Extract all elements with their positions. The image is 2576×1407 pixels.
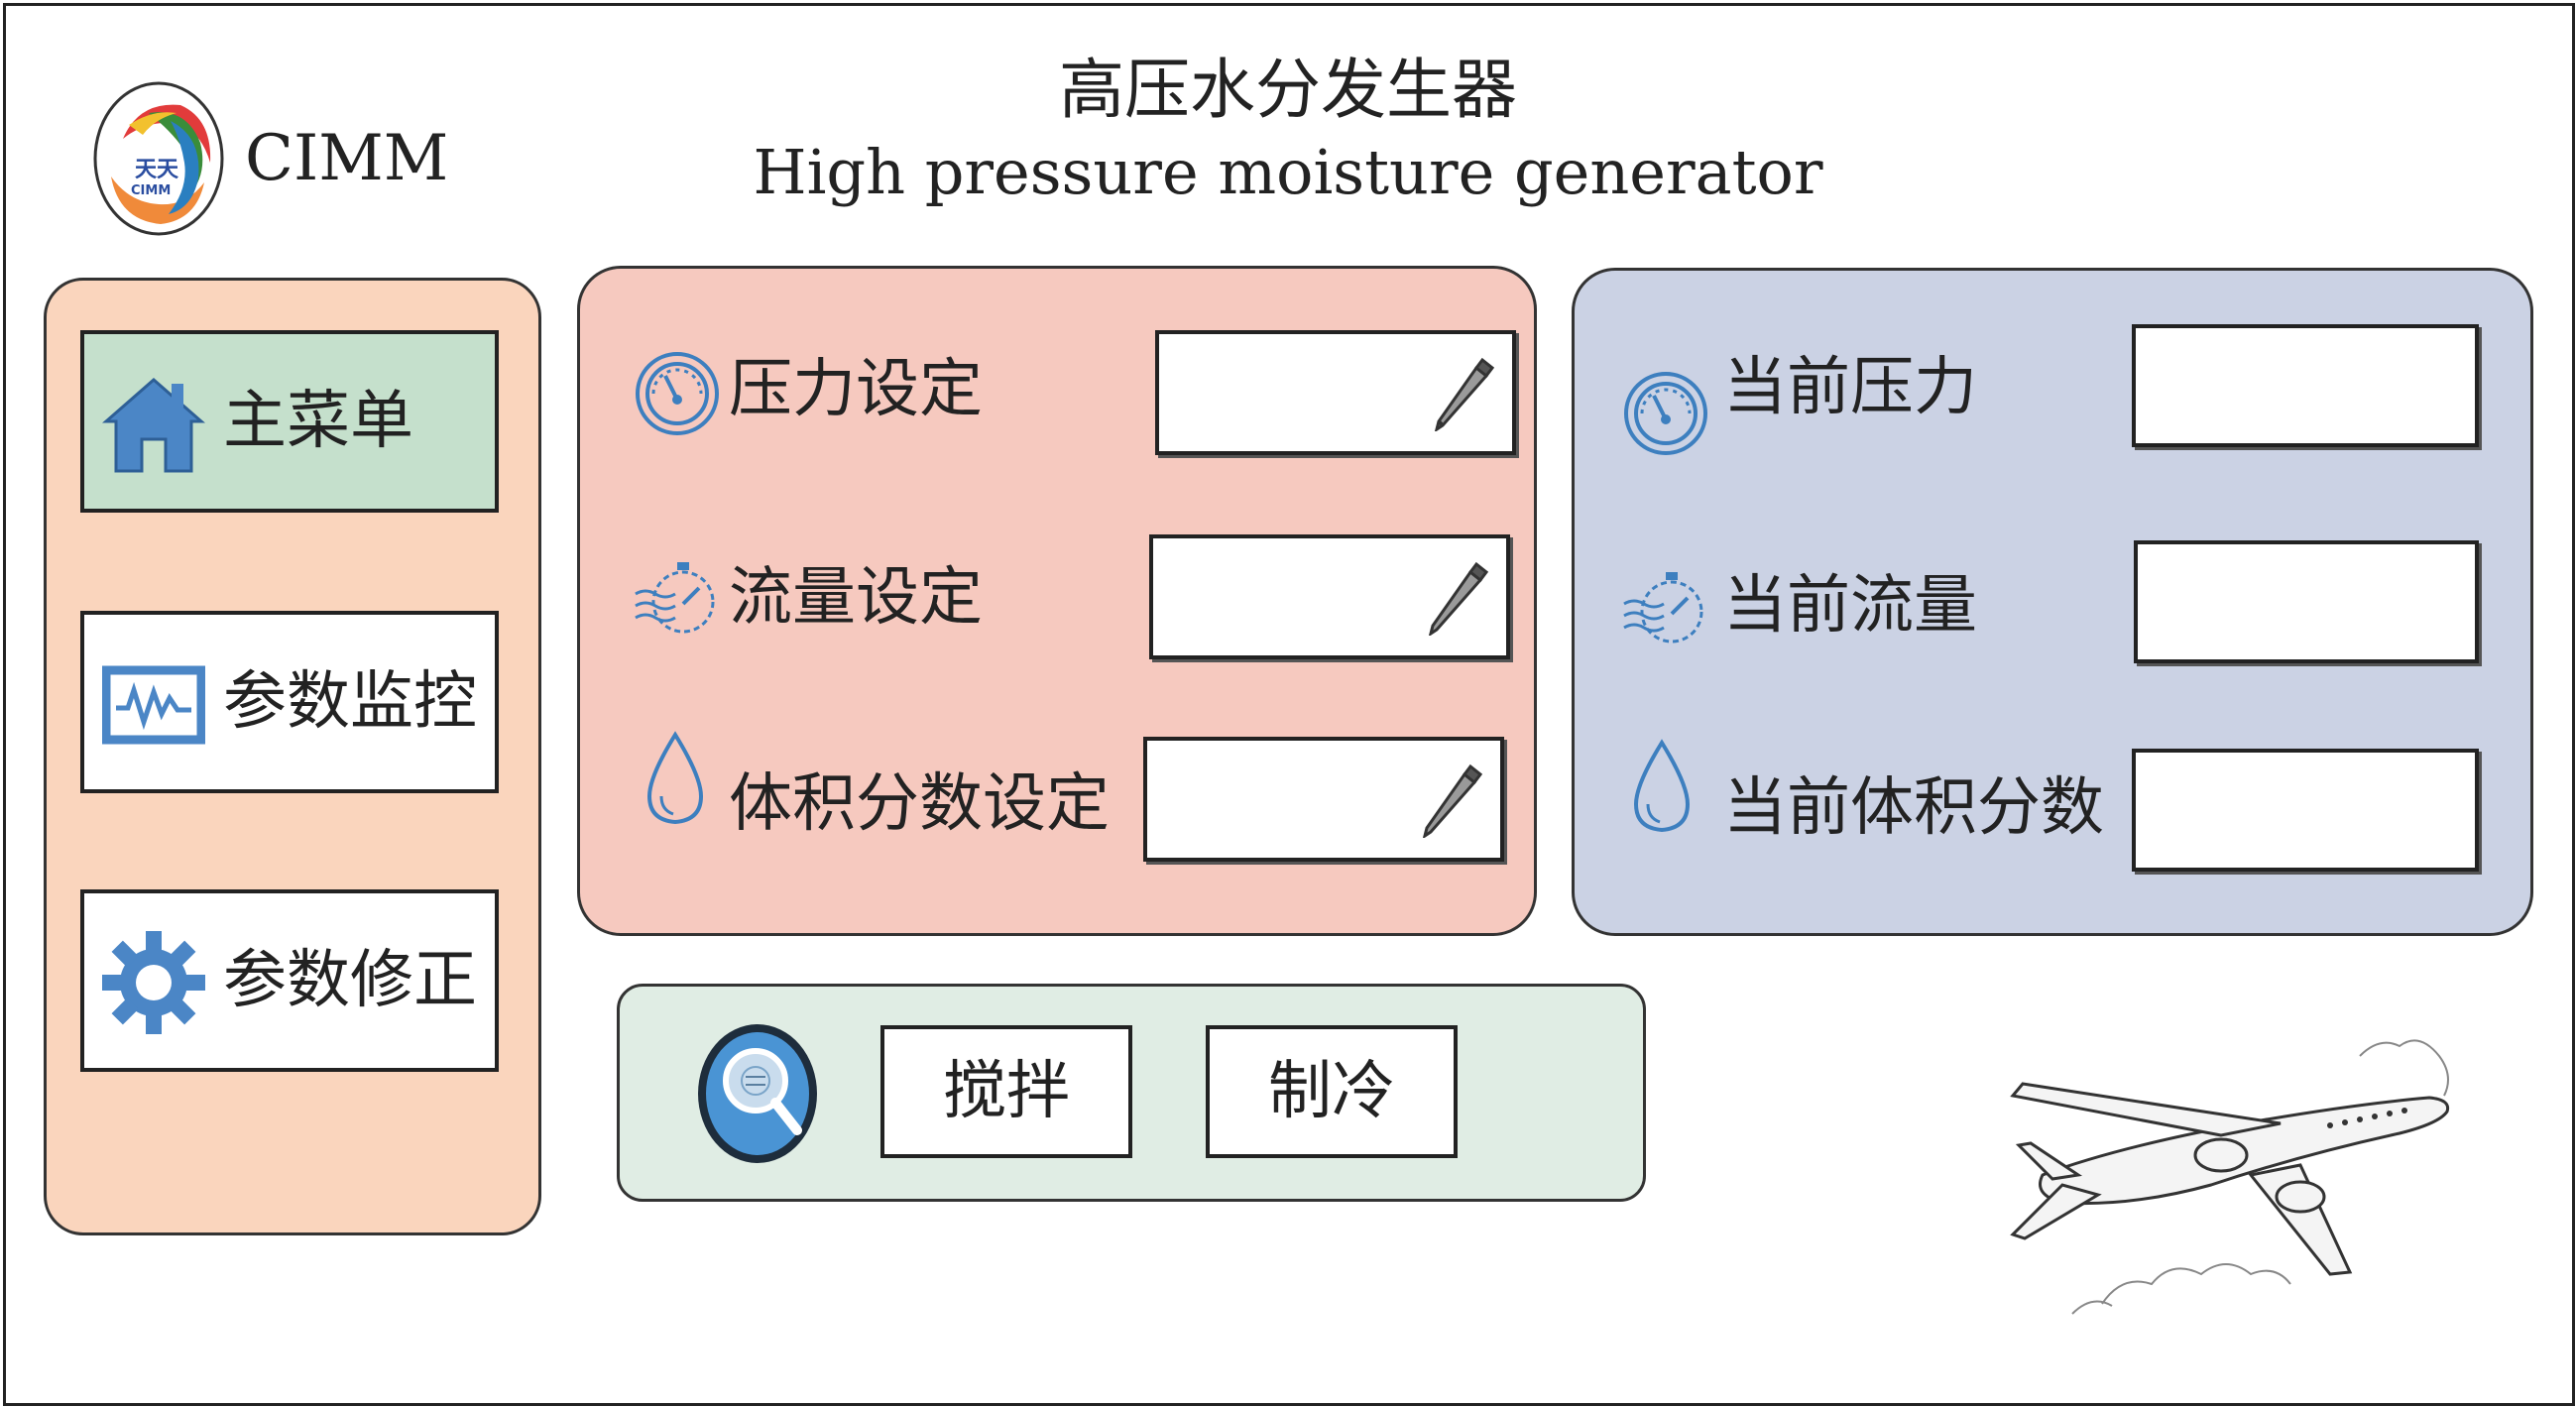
search-icon[interactable] [694,1019,821,1168]
pressure-setpoint-field[interactable] [1155,330,1516,455]
water-drop-icon [1633,739,1691,833]
pressure-setpoint-label: 压力设定 [729,353,983,426]
page-title: 高压水分发生器 [1059,52,1517,128]
sidebar-item-label: 主菜单 [223,385,413,458]
setpoint-panel: 压力设定 流量设定 体积分数设定 [577,266,1537,936]
home-icon [102,378,205,473]
sidebar: 主菜单 参数监控 参数修正 [44,278,541,1235]
sidebar-item-label: 参数修正 [223,944,477,1017]
pencil-icon[interactable] [1429,352,1494,431]
flow-meter-icon [635,562,715,634]
brand-name: CIMM [245,122,449,195]
pencil-icon[interactable] [1423,556,1488,636]
current-pressure-display [2132,324,2479,447]
volume-fraction-setpoint-field[interactable] [1143,737,1504,862]
current-volume-fraction-label: 当前体积分数 [1723,771,2104,845]
volume-fraction-setpoint-label: 体积分数设定 [729,767,1110,841]
flow-meter-icon [1623,572,1703,644]
sidebar-item-parameter-monitor[interactable]: 参数监控 [80,611,499,793]
sidebar-item-label: 参数监控 [223,665,477,739]
sidebar-item-main-menu[interactable]: 主菜单 [80,330,499,513]
pressure-gauge-icon [636,352,719,435]
monitor-chart-icon [102,665,205,745]
current-flow-display [2134,540,2479,663]
current-volume-fraction-display [2132,749,2479,872]
current-values-panel: 当前压力 当前流量 当前体积分数 [1572,268,2533,936]
gear-icon [102,931,205,1034]
pressure-gauge-icon [1624,372,1707,455]
svg-text:CIMM: CIMM [131,183,171,198]
current-flow-label: 当前流量 [1723,569,1977,643]
pencil-icon[interactable] [1417,759,1482,838]
cool-button[interactable]: 制冷 [1206,1025,1458,1158]
cimm-logo: 天天 CIMM [93,81,224,236]
water-drop-icon [646,731,704,825]
flow-setpoint-field[interactable] [1149,534,1510,659]
flow-setpoint-label: 流量设定 [729,561,983,635]
svg-text:天天: 天天 [135,158,179,182]
airplane-icon [2010,1039,2450,1315]
current-pressure-label: 当前压力 [1723,351,1977,424]
stir-button[interactable]: 搅拌 [880,1025,1132,1158]
page-subtitle: High pressure moisture generator [753,136,1823,208]
sidebar-item-parameter-correction[interactable]: 参数修正 [80,889,499,1072]
